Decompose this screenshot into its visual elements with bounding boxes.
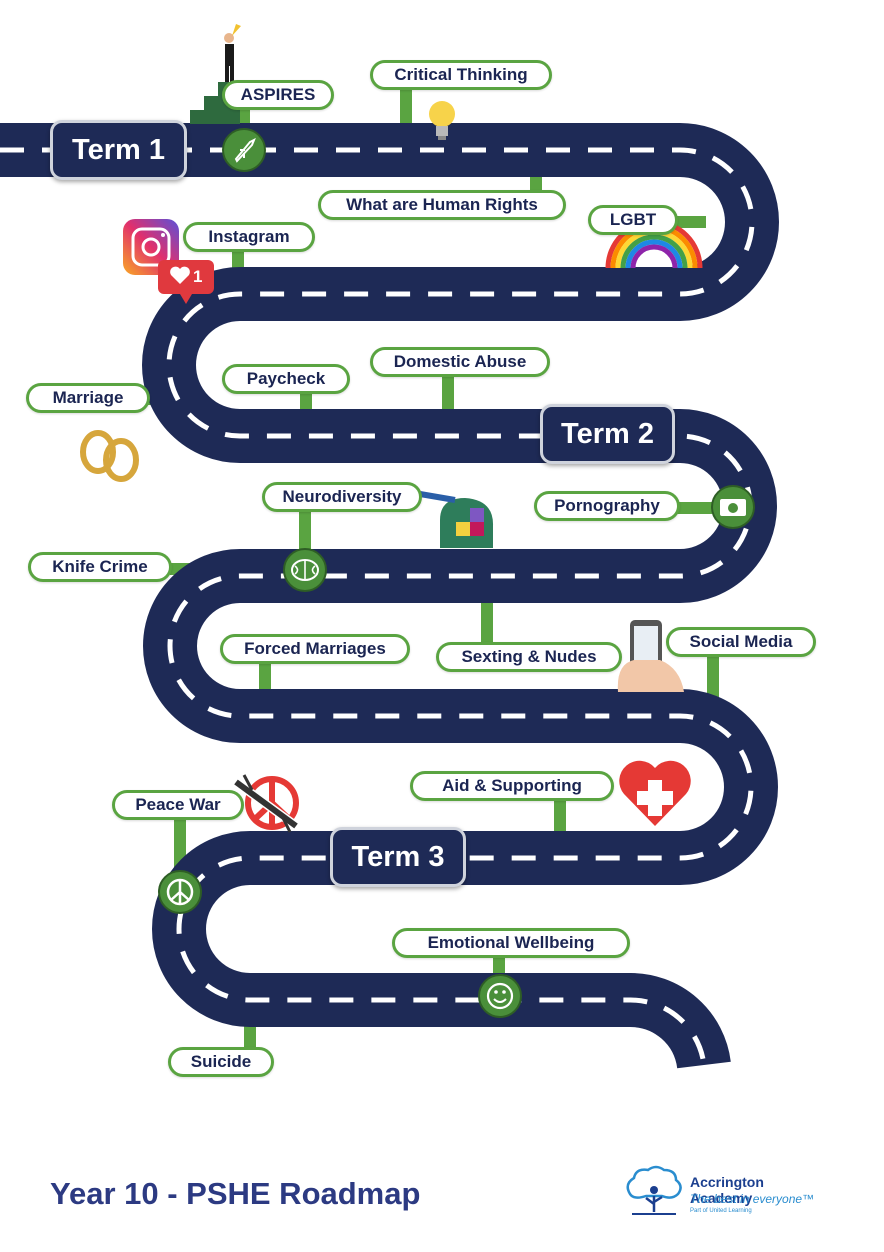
first-aid-heart-icon <box>619 760 691 826</box>
topic-emotional-wellbeing[interactable]: Emotional Wellbeing <box>392 928 630 958</box>
topic-human-rights[interactable]: What are Human Rights <box>318 190 566 220</box>
academy-logo: Accrington Academy The best in everyone™… <box>622 1162 822 1222</box>
wedding-rings-icon <box>80 430 139 482</box>
term-1-badge: Term 1 <box>50 120 187 180</box>
logo-tagline: The best in everyone™ <box>690 1192 815 1206</box>
logo-subtext: Part of United Learning <box>690 1208 752 1214</box>
topic-knife-crime[interactable]: Knife Crime <box>28 552 172 582</box>
topic-instagram[interactable]: Instagram <box>183 222 315 252</box>
topic-marriage[interactable]: Marriage <box>26 383 150 413</box>
topic-sexting-nudes[interactable]: Sexting & Nudes <box>436 642 622 672</box>
lightbulb-icon <box>429 101 455 140</box>
smiley-icon <box>478 974 522 1018</box>
brain-icon <box>283 548 327 592</box>
logo-name: Accrington Academy <box>690 1174 764 1206</box>
topic-paycheck[interactable]: Paycheck <box>222 364 350 394</box>
peace-symbol-icon <box>158 870 202 914</box>
topic-neurodiversity[interactable]: Neurodiversity <box>262 482 422 512</box>
topic-social-media[interactable]: Social Media <box>666 627 816 657</box>
term-3-badge: Term 3 <box>330 827 466 887</box>
topic-domestic-abuse[interactable]: Domestic Abuse <box>370 347 550 377</box>
topic-aspires[interactable]: ASPIRES <box>222 80 334 110</box>
topic-suicide[interactable]: Suicide <box>168 1047 274 1077</box>
hand-with-phone-icon <box>617 620 684 692</box>
anti-war-icon <box>233 774 299 833</box>
topic-peace-war[interactable]: Peace War <box>112 790 244 820</box>
camera-icon <box>711 485 755 529</box>
topic-lgbt[interactable]: LGBT <box>588 205 678 235</box>
term-2-badge: Term 2 <box>540 404 675 464</box>
topic-critical-thinking[interactable]: Critical Thinking <box>370 60 552 90</box>
topic-aid-supporting[interactable]: Aid & Supporting <box>410 771 614 801</box>
page-title: Year 10 - PSHE Roadmap <box>50 1176 421 1211</box>
like-notification-icon <box>158 260 214 304</box>
puzzle-head-icon <box>419 491 494 548</box>
road-path <box>0 123 779 1070</box>
road-center-dashes <box>0 147 755 1066</box>
topic-pornography[interactable]: Pornography <box>534 491 680 521</box>
topic-forced-marriages[interactable]: Forced Marriages <box>220 634 410 664</box>
like-count: 1 <box>193 267 203 286</box>
tree-logo-icon <box>626 1165 682 1215</box>
rocket-icon <box>222 128 266 172</box>
